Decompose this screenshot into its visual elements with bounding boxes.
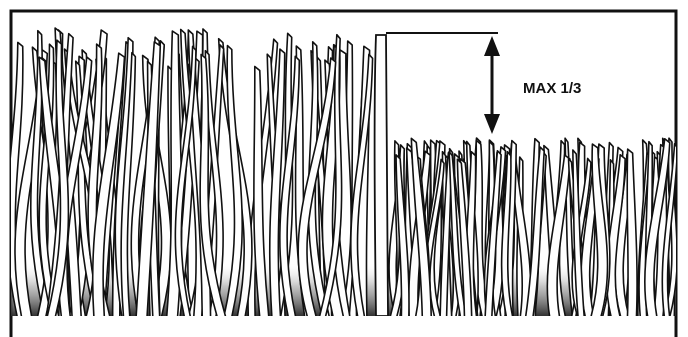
cut-grass-blades (389, 138, 677, 320)
arrow-up-head (484, 36, 500, 56)
max-one-third-label: MAX 1/3 (523, 80, 581, 97)
arrow-down-head (484, 114, 500, 134)
grass-blade (627, 149, 637, 320)
uncut-grass-blades (7, 28, 373, 320)
reference-blade (375, 35, 389, 316)
